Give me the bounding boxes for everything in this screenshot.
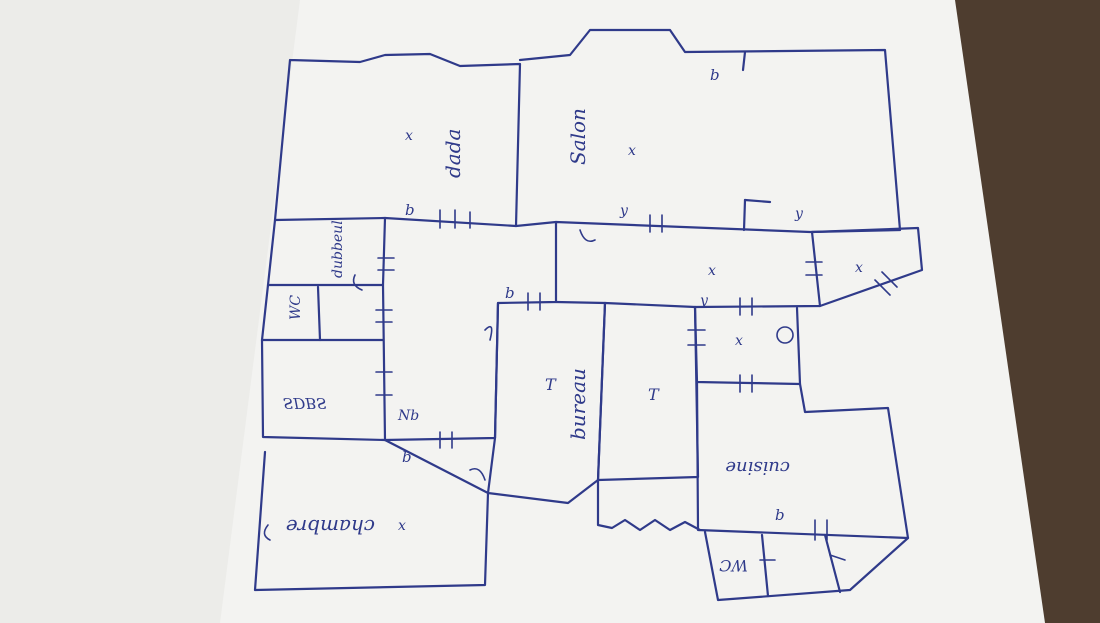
mark-nb: Nb (397, 408, 419, 424)
salon-closet-2 (743, 198, 772, 204)
mark-x-small: x (735, 333, 743, 349)
label-cuisine: cuisine (725, 457, 790, 478)
room-sdb-wall (260, 283, 387, 442)
mark-y-3: y (699, 293, 709, 309)
label-bureau: bureau (566, 368, 590, 440)
room-corner-wall (810, 226, 924, 308)
room-dubbeul-wall (266, 216, 387, 287)
mark-x-corridor: x (708, 263, 716, 279)
mark-b-3: b (710, 66, 720, 84)
room-salon-wall (514, 28, 902, 234)
wc1-divider (316, 285, 322, 342)
mark-b-2: b (505, 284, 515, 302)
mark-b-1: b (405, 201, 415, 219)
mark-b-4: b (402, 448, 412, 466)
mark-t-middle: T (648, 385, 660, 404)
mark-y-1: y (619, 203, 629, 219)
label-wc-1: WC (288, 295, 304, 320)
room-cuisine-wall (695, 380, 910, 540)
label-dada: dada (441, 129, 465, 178)
label-wc-2: WC (719, 556, 748, 575)
label-sdb: SDBS (283, 394, 327, 412)
paper-shadow (0, 0, 300, 623)
salon-partition (741, 50, 747, 72)
mark-x-corner: x (855, 260, 863, 276)
room-dada-wall (273, 52, 522, 228)
mark-x-salon: x (628, 143, 636, 159)
mark-x-dada: x (405, 128, 413, 144)
label-chambre: chambre (286, 515, 375, 539)
mark-b-5: b (775, 506, 785, 524)
room-lower-wall (596, 478, 702, 532)
mark-y-2: y (794, 206, 804, 222)
label-dubbeul: dubbeul (330, 220, 346, 278)
room-wc2-wall (703, 530, 910, 602)
door-swings (263, 229, 794, 541)
label-salon: Salon (566, 108, 590, 165)
wc2-divider (760, 533, 770, 598)
room-chambre-wall (253, 438, 490, 592)
mark-t-bureau: T (545, 375, 557, 394)
mark-x-chambre: x (398, 518, 406, 534)
wc2-divider-2 (823, 533, 842, 594)
door-ticks (375, 209, 898, 561)
salon-closet (742, 198, 747, 232)
